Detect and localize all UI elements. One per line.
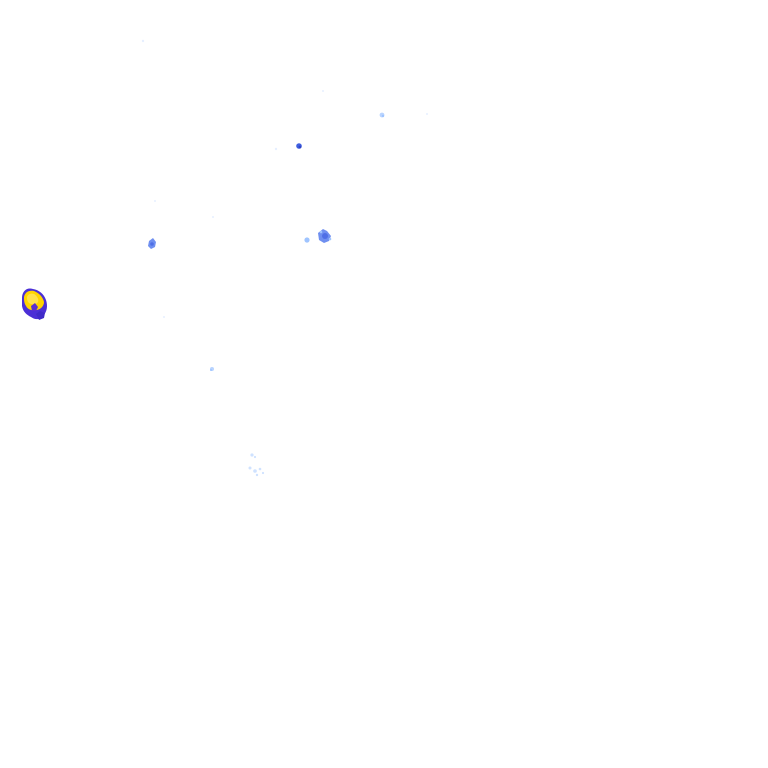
trace-speckle bbox=[141, 39, 145, 43]
echo-cell-left bbox=[148, 238, 156, 249]
echo-cell-center bbox=[304, 229, 332, 243]
trace-speckle bbox=[426, 113, 428, 115]
trace-speckle bbox=[274, 147, 278, 151]
trace-speckle bbox=[163, 316, 165, 318]
trace-speckle bbox=[154, 200, 156, 202]
echo-cell-lower-mid bbox=[210, 367, 214, 371]
echo-cell-lower-scatter bbox=[248, 453, 265, 477]
trace-speckle bbox=[322, 90, 324, 92]
echo-cell-main bbox=[22, 288, 47, 320]
trace-speckle bbox=[212, 216, 214, 218]
echo-cell-upper-right bbox=[379, 112, 385, 118]
trace-speckles bbox=[141, 39, 428, 318]
echo-cell-upper bbox=[296, 143, 302, 149]
